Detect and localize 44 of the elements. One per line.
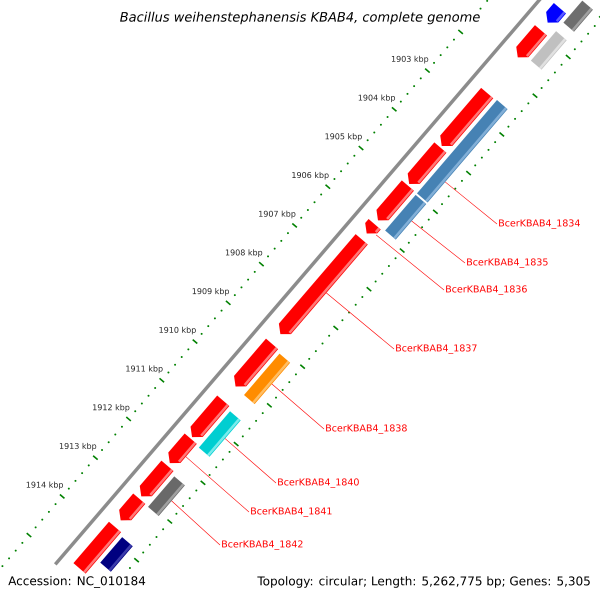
gene-feature [198, 411, 241, 457]
leader-line [186, 456, 250, 512]
gene-label: BcerKBAB4_1836 [446, 285, 527, 295]
gene-feature [119, 494, 146, 520]
gene-feature [416, 100, 508, 202]
gene-feature [385, 194, 426, 240]
gene-feature [168, 434, 197, 464]
title: Bacillus weihenstephanensis KBAB4, complete genome [118, 10, 482, 26]
leader-line [326, 292, 394, 350]
gene-feature [546, 3, 566, 23]
gene-feature [278, 234, 368, 334]
leader-line [376, 234, 444, 290]
gene-label: BcerKBAB4_1835 [467, 258, 548, 268]
tick-label: 1908 kbp [226, 249, 262, 258]
gene-label: BcerKBAB4_1841 [251, 507, 332, 517]
gene-feature [530, 31, 567, 70]
gene-label: BcerKBAB4_1840 [278, 478, 359, 488]
gene-feature [563, 0, 593, 32]
gene-feature [244, 354, 290, 404]
gene-label: BcerKBAB4_1842 [222, 540, 302, 550]
tick-label: 1912 kbp [93, 404, 130, 412]
leader-line [171, 500, 220, 546]
tick-label: 1911 kbp [126, 365, 163, 374]
gene-label: BcerKBAB4_1837 [396, 344, 477, 354]
tick-label: 1914 kbp [26, 482, 64, 490]
leader-line [411, 220, 466, 264]
genome-summary-text: Topology: circular; Length: 5,262,775 bp; Genes: 5,305 [257, 576, 590, 588]
leader-line [272, 384, 324, 430]
tick-label: 1907 kbp [259, 210, 296, 218]
tick-label: 1910 kbp [159, 326, 196, 334]
leader-line [444, 182, 498, 224]
accession-text: Accession: NC_010184 [8, 576, 146, 588]
tick-label: 1906 kbp [292, 172, 329, 180]
tick-label: 1905 kbp [326, 133, 362, 141]
gene-feature [100, 537, 133, 572]
gene-label: BcerKBAB4_1834 [499, 219, 580, 229]
gene-feature [148, 476, 185, 516]
tick-label: 1904 kbp [358, 94, 396, 102]
leader-line [224, 438, 276, 484]
gene-label: BcerKBAB4_1838 [326, 424, 407, 434]
tick-label: 1909 kbp [192, 288, 230, 296]
tick-label: 1903 kbp [392, 56, 428, 64]
tick-label: 1913 kbp [60, 442, 96, 451]
gene-feature [365, 219, 381, 234]
